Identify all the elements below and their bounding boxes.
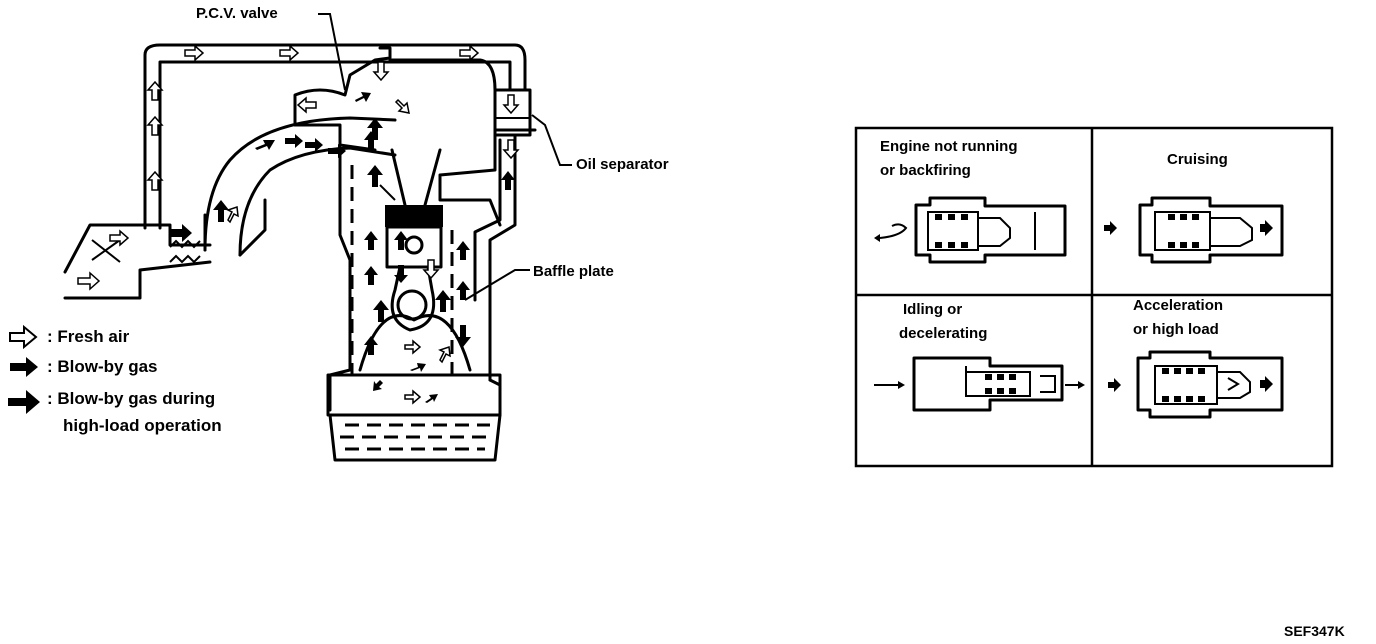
oil-separator-label: Oil separator — [576, 156, 669, 173]
valves — [379, 148, 442, 207]
engine-block — [326, 153, 502, 462]
blow-by-arrows — [170, 92, 515, 403]
high-load-arrows — [213, 118, 471, 347]
state-idling-line1: Idling or — [903, 301, 963, 318]
fresh-air-hose — [143, 43, 527, 230]
pcv-valve-closed-icon — [874, 196, 1067, 264]
baffle-plate-label: Baffle plate — [533, 263, 614, 280]
state-engine-not-running-line2: or backfiring — [880, 162, 971, 179]
figure-code: SEF347K — [1284, 623, 1345, 639]
legend-high-load-cont: high-load operation — [63, 416, 222, 435]
legend-icons — [8, 324, 40, 414]
state-engine-not-running-line1: Engine not running — [880, 138, 1018, 155]
cylinder-head — [293, 46, 537, 227]
state-cruising: Cruising — [1167, 151, 1228, 168]
fresh-air-arrows — [77, 44, 520, 405]
legend-fresh-air: : Fresh air — [47, 327, 130, 346]
legend-blow-by: : Blow-by gas — [47, 357, 158, 376]
pcv-valve-label: P.C.V. valve — [196, 5, 278, 22]
pcv-valve-cruising-icon — [1104, 196, 1284, 264]
state-acceleration-line1: Acceleration — [1133, 297, 1224, 314]
pcv-valve-acceleration-icon — [1108, 350, 1284, 419]
oil-pan — [340, 423, 490, 451]
callout-leaders — [318, 13, 572, 301]
pcv-valve-idling-icon — [874, 356, 1085, 412]
state-acceleration-line2: or high load — [1133, 321, 1219, 338]
piston — [358, 205, 472, 372]
legend-high-load: : Blow-by gas during — [47, 389, 216, 408]
intake-duct — [63, 223, 212, 300]
state-idling-line2: decelerating — [899, 325, 988, 342]
